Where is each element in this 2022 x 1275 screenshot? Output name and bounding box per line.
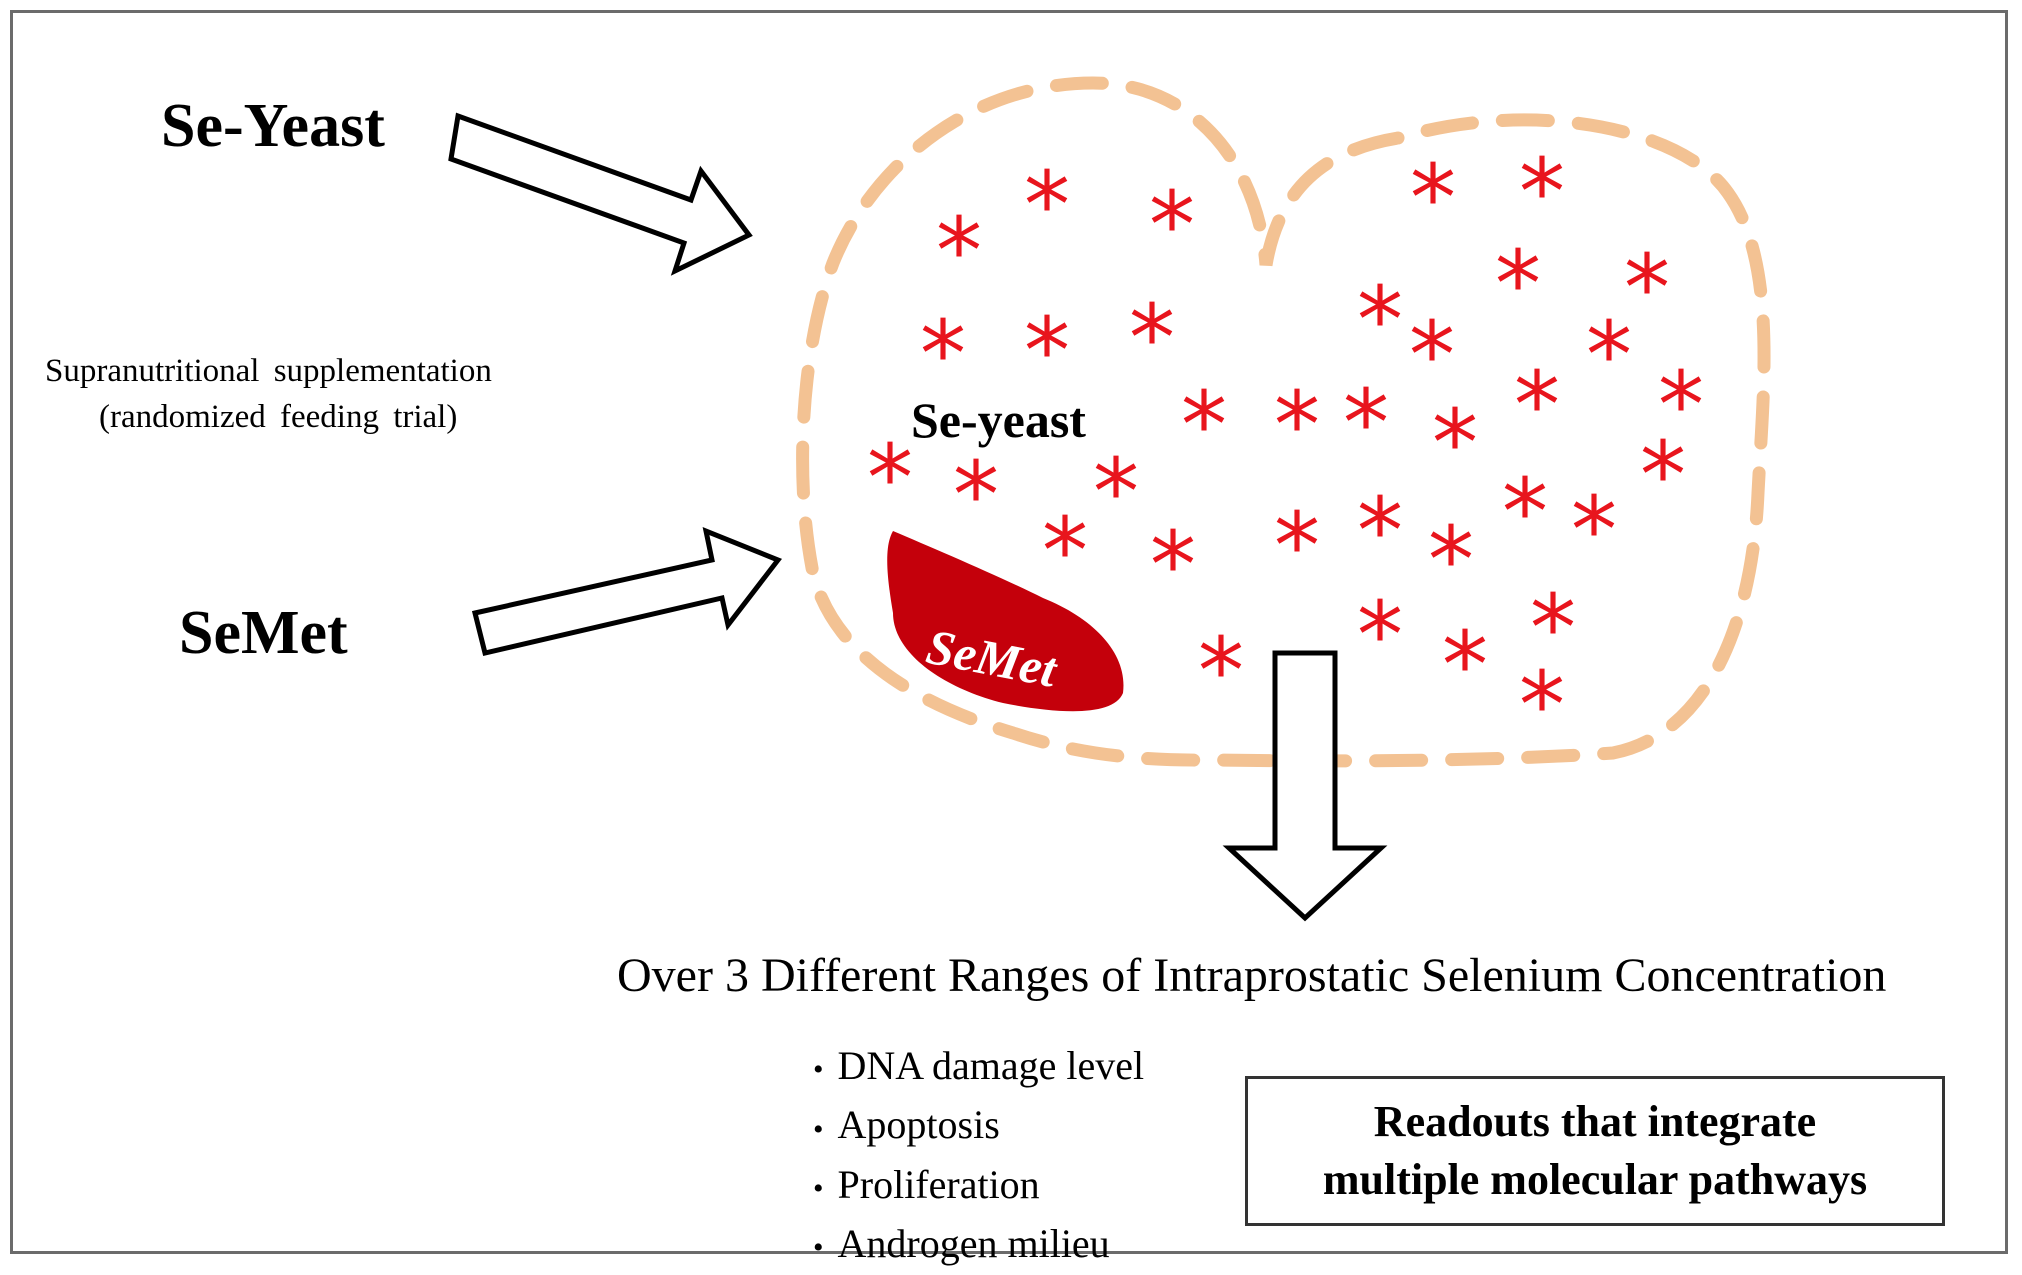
asterisk-mark: * [920, 301, 966, 408]
prostate-se-yeast-label: Se-yeast [911, 392, 1086, 448]
semet-arrow [471, 526, 782, 656]
asterisk-mark: * [1432, 390, 1478, 497]
asterisk-mark: * [1357, 478, 1403, 585]
supplementation-line-1: Supranutritional supplementation [45, 353, 492, 389]
asterisk-mark: * [1357, 267, 1403, 374]
asterisk-mark: * [1410, 145, 1456, 252]
asterisk-mark: * [1274, 372, 1320, 479]
asterisk-mark: * [1024, 298, 1070, 405]
readout-item: Apoptosis [813, 1097, 1144, 1156]
asterisk-mark: * [1502, 459, 1548, 566]
concentration-title: Over 3 Different Ranges of Intraprostati… [617, 949, 1887, 1002]
asterisk-mark: * [1514, 352, 1560, 459]
readouts-box-line-2: multiple molecular pathways [1322, 1155, 1868, 1204]
concentration-arrow [1222, 650, 1388, 922]
asterisk-mark: * [867, 425, 913, 532]
asterisk-mark: * [1519, 652, 1565, 759]
asterisk-mark: * [1495, 231, 1541, 338]
readout-list: DNA damage level Apoptosis Proliferation… [813, 1038, 1145, 1275]
asterisk-mark: * [1024, 152, 1070, 259]
figure-frame: *********************************** Se-Y… [10, 10, 2008, 1266]
asterisk-mark: * [1150, 512, 1196, 619]
readouts-box-line-1: Readouts that integrate [1373, 1097, 1817, 1146]
asterisk-mark: * [1409, 302, 1455, 409]
asterisk-mark: * [1640, 422, 1686, 529]
prostate-outline [796, 76, 1771, 768]
supplementation-line-2: (randomized feeding trial) [99, 399, 458, 435]
asterisk-mark: * [1530, 575, 1576, 682]
asterisk-mark: * [1198, 618, 1244, 725]
asterisk-mark: * [1357, 582, 1403, 689]
readout-item: Androgen milieu [813, 1216, 1144, 1275]
se-yeast-input-label: Se-Yeast [161, 92, 385, 160]
asterisk-mark: * [1274, 493, 1320, 600]
readout-item: Proliferation [813, 1157, 1144, 1216]
asterisk-mark: * [1442, 612, 1488, 719]
se-yeast-arrow [448, 112, 753, 276]
asterisk-mark: * [1658, 352, 1704, 459]
asterisk-mark: * [1571, 477, 1617, 584]
selenium-asterisks: *********************************** [867, 139, 1704, 759]
asterisk-mark: * [936, 198, 982, 305]
readouts-summary-box: Readouts that integrate multiple molecul… [1245, 1076, 1945, 1226]
asterisk-mark: * [953, 442, 999, 549]
asterisk-mark: * [1624, 235, 1670, 342]
diagram-canvas: *********************************** [448, 76, 1771, 922]
semet-input-label: SeMet [179, 599, 348, 667]
semet-blob [887, 531, 1124, 712]
asterisk-mark: * [1149, 172, 1195, 279]
asterisk-mark: * [1519, 139, 1565, 246]
asterisk-mark: * [1042, 498, 1088, 605]
asterisk-mark: * [1181, 372, 1227, 479]
asterisk-mark: * [1129, 285, 1175, 392]
readout-item: DNA damage level [813, 1038, 1145, 1097]
asterisk-mark: * [1586, 302, 1632, 409]
asterisk-mark: * [1428, 507, 1474, 614]
asterisk-mark: * [1093, 439, 1139, 546]
asterisk-mark: * [1343, 370, 1389, 477]
